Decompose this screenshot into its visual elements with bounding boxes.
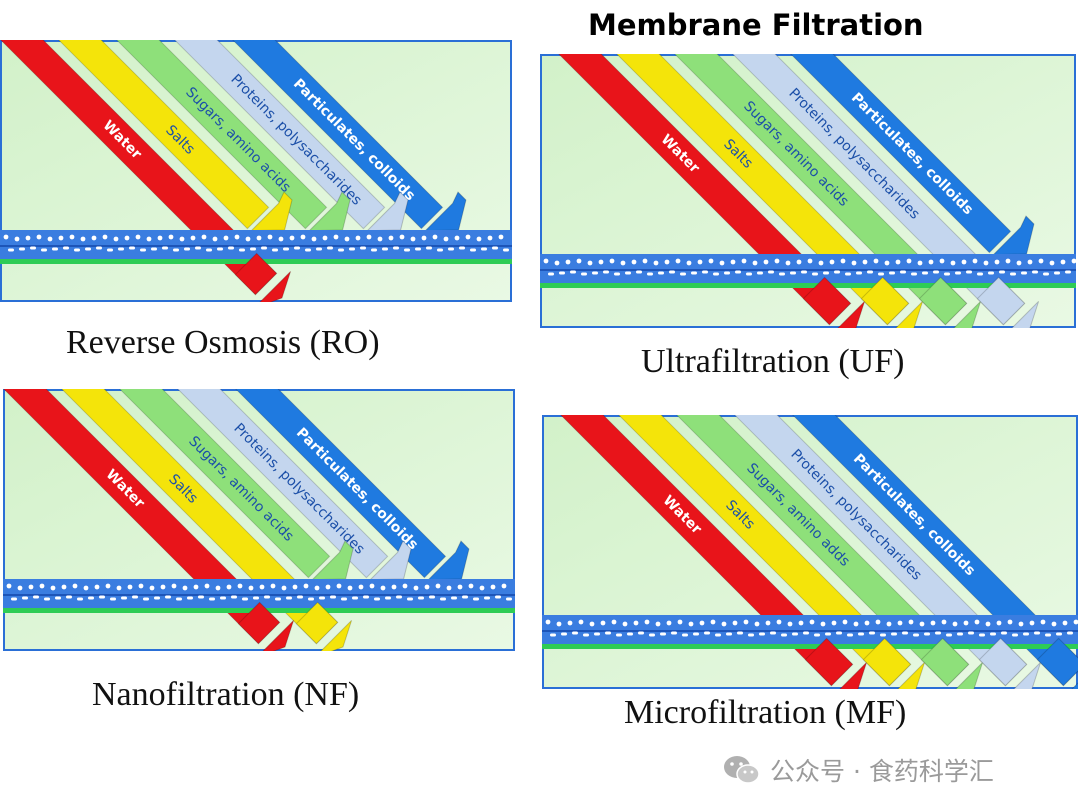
permeate-stream <box>295 601 339 645</box>
arrowhead <box>955 662 984 689</box>
permeate-stream <box>978 637 1028 687</box>
caption-reverse-osmosis: Reverse Osmosis (RO) <box>66 324 380 361</box>
stream-proteins <box>177 389 389 579</box>
arrowhead <box>259 271 292 302</box>
stream-proteins <box>174 40 386 230</box>
permeate-stream <box>804 637 854 687</box>
arrowhead <box>262 620 295 651</box>
permeate-stream <box>237 601 281 645</box>
permeate-stream <box>918 276 968 326</box>
stream-sugars <box>119 389 331 579</box>
membrane <box>0 230 512 264</box>
permeate-stream <box>862 637 912 687</box>
permeate-stream <box>860 276 910 326</box>
membrane <box>542 615 1078 649</box>
arrowhead <box>837 301 866 328</box>
stream-salts <box>58 40 270 230</box>
permeate-stream <box>802 276 852 326</box>
permeate-stream <box>1036 637 1078 687</box>
arrowhead <box>953 301 982 328</box>
permeate-stream <box>920 637 970 687</box>
caption-ultrafiltration: Ultrafiltration (UF) <box>641 343 905 380</box>
watermark-text: 公众号 · 食药科学汇 <box>770 757 994 786</box>
wechat-icon <box>724 756 760 784</box>
caption-microfiltration: Microfiltration (MF) <box>624 694 907 731</box>
arrowhead <box>839 662 868 689</box>
permeate-stream <box>976 276 1026 326</box>
stream-particulates <box>232 40 444 230</box>
watermark: 公众号 · 食药科学汇 <box>722 750 994 790</box>
arrowhead <box>1013 662 1042 689</box>
membrane <box>540 254 1076 288</box>
diagram-title: Membrane Filtration <box>588 8 924 42</box>
permeate-stream <box>234 252 278 296</box>
arrowhead <box>320 620 353 651</box>
arrowhead <box>1071 682 1078 689</box>
arrowhead <box>897 662 926 689</box>
stream-particulates <box>790 54 1012 254</box>
arrowhead <box>1011 301 1040 328</box>
stream-particulates <box>235 389 447 579</box>
arrowhead <box>895 301 924 328</box>
caption-nanofiltration: Nanofiltration (NF) <box>92 676 360 713</box>
stream-sugars <box>116 40 328 230</box>
